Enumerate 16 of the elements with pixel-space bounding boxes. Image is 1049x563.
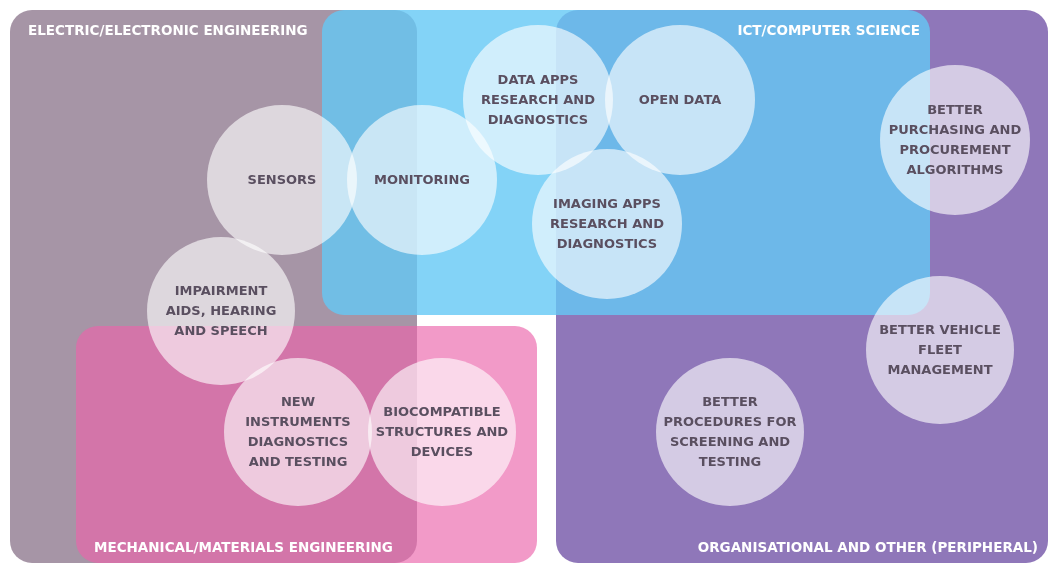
topic-label: DATA APPS RESEARCH AND DIAGNOSTICS [480, 71, 596, 129]
region-label: ICT/COMPUTER SCIENCE [737, 22, 920, 38]
topic-label: IMPAIRMENT AIDS, HEARING AND SPEECH [164, 282, 278, 340]
topic-label: MONITORING [373, 171, 471, 189]
topic-label: BETTER VEHICLE FLEET MANAGEMENT [878, 321, 1002, 379]
region-panel [76, 326, 537, 563]
region-label: ORGANISATIONAL AND OTHER (PERIPHERAL) [697, 539, 1038, 555]
topic-label: SENSORS [246, 171, 318, 189]
topic-label: BETTER PROCEDURES FOR SCREENING AND TESTING [662, 393, 798, 471]
topic-label: BETTER PURCHASING AND PROCUREMENT ALGORITHMS [887, 101, 1023, 179]
topic-label: OPEN DATA [637, 91, 723, 109]
region-label: ELECTRIC/ELECTRONIC ENGINEERING [28, 22, 308, 38]
topic-label: NEW INSTRUMENTS DIAGNOSTICS AND TESTING [244, 393, 352, 471]
region-label: MECHANICAL/MATERIALS ENGINEERING [94, 539, 393, 555]
topic-label: BIOCOMPATIBLE STRUCTURES AND DEVICES [374, 403, 510, 461]
topic-label: IMAGING APPS RESEARCH AND DIAGNOSTICS [549, 195, 665, 253]
